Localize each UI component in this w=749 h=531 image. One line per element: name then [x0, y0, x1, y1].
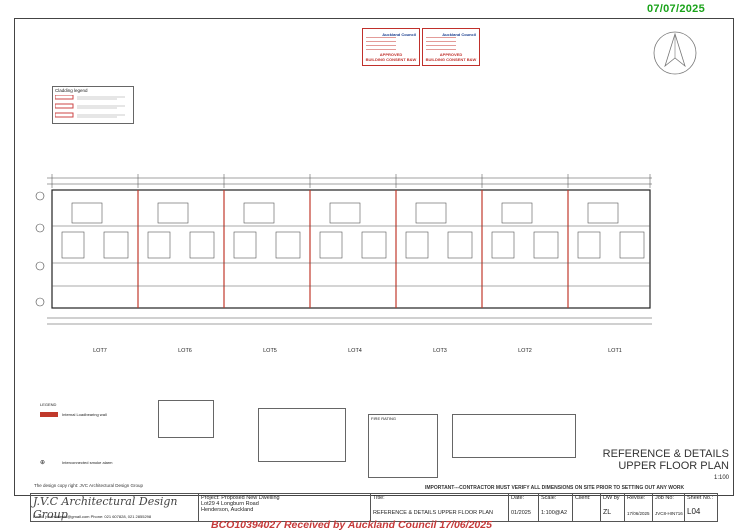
firm-contact: Email: jvcarchitects@gmail.com Phone: 02…: [33, 514, 152, 519]
date-cell: Date: 01/2025: [509, 494, 539, 521]
loadbearing-wall-swatch: [40, 412, 58, 417]
lot-label: LOT5: [263, 348, 277, 354]
council-watermark: BCO10394027 Received by Auckland Council…: [211, 519, 492, 531]
title-cell: Title: REFERENCE & DETAILS UPPER FLOOR P…: [371, 494, 509, 521]
stamp-brand: Auckland Council: [382, 32, 416, 37]
notes-box: [452, 414, 576, 458]
drawn-cell: DW by ZL: [601, 494, 625, 521]
sheet-cell: Sheet No.: L04: [687, 495, 713, 516]
approval-date: 07/07/2025: [646, 3, 705, 15]
title-block: J.V.C Architectural Design Group Email: …: [30, 493, 718, 522]
legend-item: Interconnected smoke alarm: [62, 460, 113, 465]
notes-box: [258, 408, 346, 462]
lot-label: LOT1: [608, 348, 622, 354]
upper-floor-plan: [35, 174, 652, 325]
cladding-legend: Cladding legend: [52, 86, 134, 124]
stamp-subtitle: BUILDING CONSENT B&W: [365, 56, 417, 62]
revise-date: 17/06/2025: [627, 511, 650, 516]
notes-box: [158, 400, 214, 438]
lot-label: LOT4: [348, 348, 362, 354]
drawing-title: REFERENCE & DETAILS UPPER FLOOR PLAN: [602, 448, 729, 472]
lot-label: LOT2: [518, 348, 532, 354]
sheet-date: 01/2025: [511, 510, 531, 516]
legend-title: LEGEND: [40, 402, 57, 407]
stamp-status: APPROVED: [379, 52, 403, 57]
copyright-note: The design copy right: JVC Architectural…: [34, 483, 144, 488]
lot-label: LOT7: [93, 348, 107, 354]
sheet-scale: 1:100@A2: [541, 510, 568, 516]
firm-name: J.V.C Architectural Design Group: [33, 495, 178, 521]
fire-rating-title: FIRE RATING: [371, 416, 397, 421]
legend-item: Internal Loadbearing wall: [62, 412, 107, 417]
drawn-by: ZL: [603, 509, 612, 516]
fire-rating-table: FIRE RATING: [368, 414, 438, 478]
stamp-status: APPROVED: [439, 52, 463, 57]
smoke-alarm-icon: ⊕: [40, 460, 46, 466]
firm-cell: J.V.C Architectural Design Group Email: …: [31, 494, 199, 521]
sheet-number: L04: [687, 507, 701, 516]
project-name: Proposed New Dwelling: [221, 495, 280, 501]
north-arrow-icon: [653, 31, 697, 75]
cladding-legend-title: Cladding legend: [55, 88, 88, 93]
important-note: IMPORTANT---CONTRACTOR MUST VERIFY ALL D…: [425, 485, 685, 491]
lot-label: LOT6: [178, 348, 192, 354]
stamp-brand: Auckland Council: [442, 32, 476, 37]
sheet-title: REFERENCE & DETAILS UPPER FLOOR PLAN: [373, 510, 494, 516]
scale-cell: Scale: 1:100@A2: [539, 494, 573, 521]
drawing-scale: 1:100: [713, 475, 729, 481]
job-number: JVC8-HIN716: [655, 511, 683, 516]
project-address-1: Lot29 4 Longburn Road: [201, 501, 259, 507]
project-address-2: Henderson, Auckland: [201, 507, 254, 513]
drawing-sheet: [14, 18, 734, 496]
revise-cell: Revise: 17/06/2025: [625, 494, 653, 521]
stamp-subtitle: BUILDING CONSENT B&W: [425, 56, 477, 62]
project-cell: Project: Proposed New Dwelling Lot29 4 L…: [199, 494, 371, 521]
lot-label: LOT3: [433, 348, 447, 354]
job-cell: Job No: JVC8-HIN716: [653, 494, 685, 521]
client-cell: Client:: [573, 494, 601, 521]
